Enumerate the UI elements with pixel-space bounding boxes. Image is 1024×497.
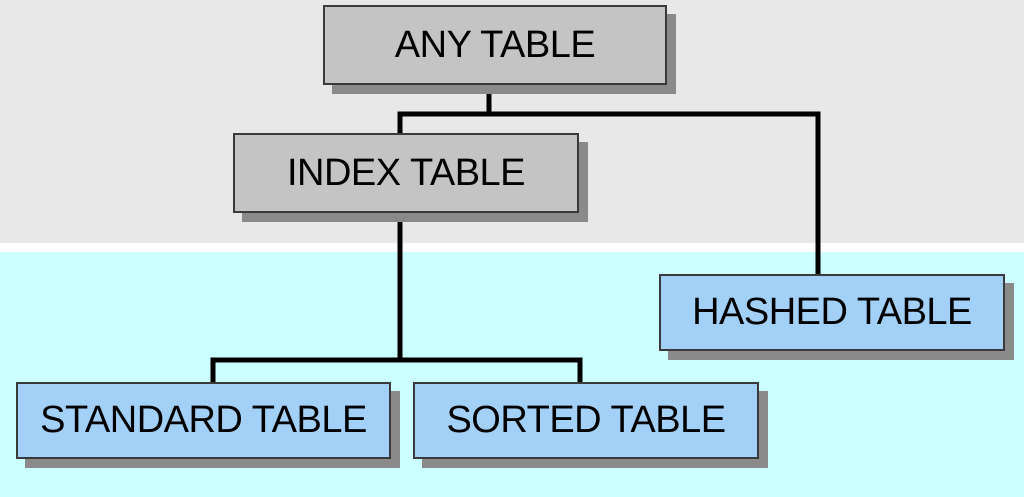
node-sorted-table: SORTED TABLE xyxy=(413,382,759,459)
node-any-table: ANY TABLE xyxy=(323,5,667,85)
node-hashed-table: HASHED TABLE xyxy=(659,274,1005,351)
node-index-table: INDEX TABLE xyxy=(233,133,579,213)
edge-any-to-hashed xyxy=(489,111,821,274)
edge-index-to-sorted xyxy=(400,357,583,382)
edge-index-to-standard xyxy=(210,213,403,382)
band-separator xyxy=(0,243,1024,252)
edge-any-to-index xyxy=(397,85,492,133)
node-standard-table: STANDARD TABLE xyxy=(16,382,391,459)
